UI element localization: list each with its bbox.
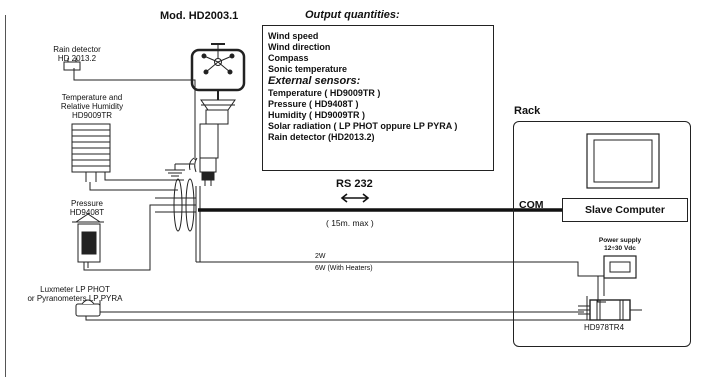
temp-humidity-label-line2: Relative Humidity — [60, 102, 124, 111]
anemometer-head — [190, 43, 246, 100]
output-item: Sonic temperature — [268, 64, 348, 74]
external-sensor-item: Temperature ( HD9009TR ) — [268, 88, 381, 98]
hd978tr4-converter — [578, 299, 642, 321]
rain-detector-label-line1: Rain detector — [53, 45, 101, 54]
output-item: Wind direction — [268, 42, 331, 52]
pressure-label-line1: Pressure — [70, 199, 103, 208]
power-supply-label-line2: 12÷30 Vdc — [604, 245, 636, 252]
temp-humidity-label: Temperature and Relative Humidity HD9009… — [40, 93, 144, 120]
monitor — [586, 133, 660, 189]
external-sensor-item: Humidity ( HD9009TR ) — [268, 110, 366, 120]
luxmeter-label-line1: Luxmeter LP PHOT — [40, 285, 110, 294]
temp-humidity-wire — [89, 182, 178, 191]
temp-humidity-label-line1: Temperature and — [61, 93, 123, 102]
temp-humidity-label-line3: HD9009TR — [71, 111, 112, 120]
pressure-device — [72, 213, 104, 268]
output-quantities-box — [262, 25, 494, 171]
anemometer-body — [189, 99, 236, 186]
rs232-arrow-icon — [340, 193, 370, 203]
ground-symbol — [165, 163, 194, 177]
temp-humidity-shield — [71, 123, 111, 182]
rs232-label: RS 232 — [336, 178, 373, 190]
luxmeter-label: Luxmeter LP PHOT or Pyranometers LP PYRA — [8, 285, 142, 303]
frame-edge — [5, 15, 6, 377]
external-sensors-heading: External sensors: — [268, 75, 361, 87]
external-sensor-item: Pressure ( HD9408T ) — [268, 99, 359, 109]
cable-length-label: ( 15m. max ) — [326, 218, 374, 228]
luxmeter-device — [75, 299, 101, 317]
power-supply-label-line1: Power supply — [598, 237, 642, 244]
com-label: COM — [519, 199, 544, 211]
rain-detector-device — [63, 58, 81, 71]
power-supply-label: Power supply 12÷30 Vdc — [590, 237, 650, 253]
converter-label: HD978TR4 — [584, 323, 625, 332]
pressure-label: Pressure HD9408T — [52, 199, 122, 217]
power-2w-label: 2W — [315, 253, 326, 260]
rain-detector-label-line2: HD 2013.2 — [57, 54, 97, 63]
output-quantities-title: Output quantities: — [305, 9, 400, 21]
model-title: Mod. HD2003.1 — [160, 10, 239, 22]
rain-detector-wire — [73, 68, 196, 160]
rack-label: Rack — [514, 105, 541, 117]
power-supply-box — [603, 255, 637, 279]
rain-detector-label: Rain detector HD 2013.2 — [42, 45, 112, 63]
slave-computer-box: Slave Computer — [562, 198, 688, 222]
slave-computer-label: Slave Computer — [585, 204, 665, 216]
external-sensor-item: Solar radiation ( LP PHOT oppure LP PYRA… — [268, 121, 458, 131]
output-quantities-list: Wind speed Wind direction Compass Sonic … — [268, 31, 457, 143]
power-6w-label: 6W (With Heaters) — [315, 265, 373, 272]
pressure-label-line2: HD9408T — [69, 208, 105, 217]
external-sensor-item: Rain detector (HD2013.2) — [268, 132, 375, 142]
luxmeter-label-line2: or Pyranometers LP PYRA — [27, 294, 123, 303]
output-item: Wind speed — [268, 31, 319, 41]
output-item: Compass — [268, 53, 309, 63]
rack-frame — [513, 121, 691, 347]
